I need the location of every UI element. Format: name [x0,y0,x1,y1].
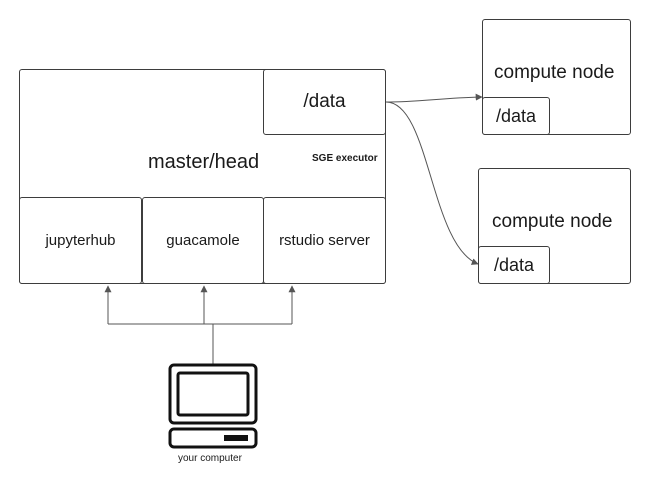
compute-node-2-title: compute node [492,211,613,232]
executor-label: SGE executor [312,153,378,164]
arrow-data-to-node2 [385,101,479,265]
service-jupyterhub-label: jupyterhub [45,232,116,249]
master-data-label: /data [303,91,346,112]
computer-label: your computer [178,453,242,464]
compute-node-2-data-label: /data [493,254,535,275]
service-guacamole-label: guacamole [166,232,240,249]
arrow-data-to-node1 [385,93,483,103]
service-rstudio: rstudio server [263,197,386,284]
computer-icon [168,363,258,449]
master-head-title: master/head [148,151,260,173]
master-data-box: /data [263,69,386,135]
service-guacamole: guacamole [142,197,264,284]
compute-node-1-title: compute node [494,62,615,83]
service-rstudio-label: rstudio server [279,232,370,249]
service-jupyterhub: jupyterhub [19,197,142,284]
compute-node-1-data-label: /data [495,105,537,126]
compute-node-2-data: /data [478,246,550,284]
compute-node-1-data: /data [482,97,550,135]
